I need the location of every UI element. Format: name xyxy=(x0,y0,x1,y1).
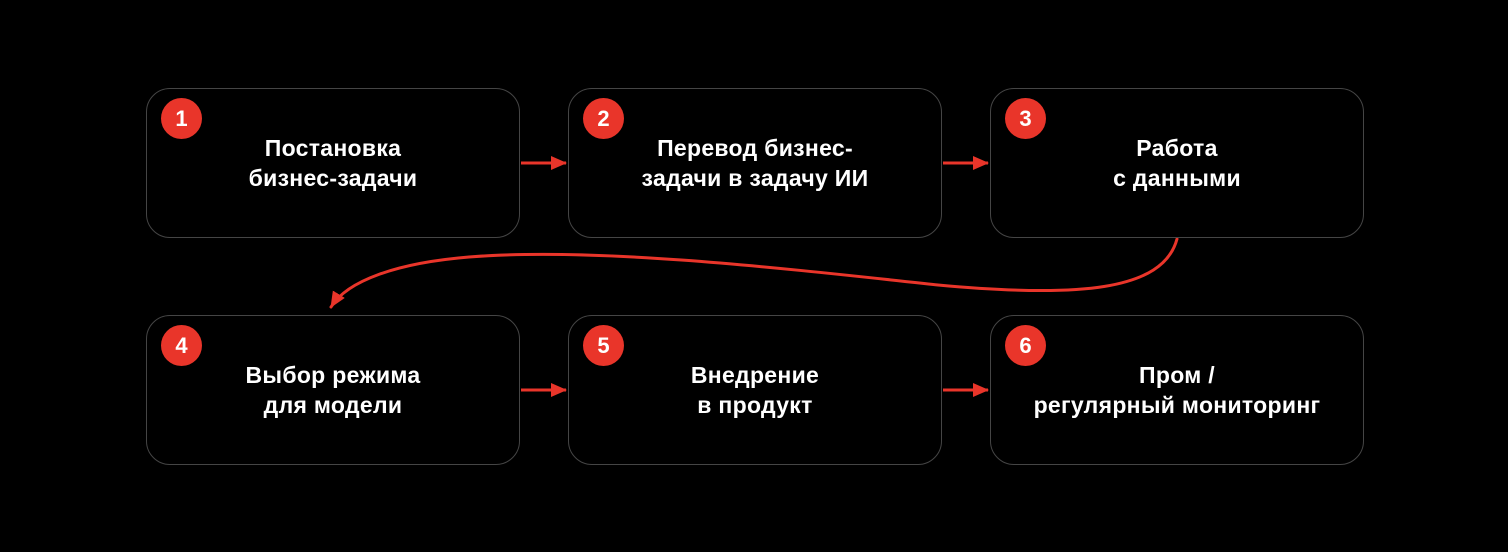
step-card-6: 6 Пром / регулярный мониторинг xyxy=(990,315,1364,465)
step-card-1: 1 Постановка бизнес-задачи xyxy=(146,88,520,238)
step-label-4-line2: для модели xyxy=(263,392,403,418)
step-label-5-line2: в продукт xyxy=(697,392,813,418)
step-card-4: 4 Выбор режима для модели xyxy=(146,315,520,465)
step-number-badge-3: 3 xyxy=(1005,98,1046,139)
step-label-3: Работа с данными xyxy=(1113,133,1241,193)
step-label-1-line1: Постановка xyxy=(264,135,402,161)
step-label-3-line2: с данными xyxy=(1113,165,1241,191)
step-label-1: Постановка бизнес-задачи xyxy=(249,133,418,193)
step-card-5: 5 Внедрение в продукт xyxy=(568,315,942,465)
step-label-2-line1: Перевод бизнес- xyxy=(657,135,853,161)
step-label-2: Перевод бизнес- задачи в задачу ИИ xyxy=(642,133,869,193)
step-label-6: Пром / регулярный мониторинг xyxy=(1034,360,1321,420)
step-label-4: Выбор режима для модели xyxy=(245,360,420,420)
step-number-badge-4: 4 xyxy=(161,325,202,366)
curved-arrow-step3-to-step4 xyxy=(329,237,1179,309)
step-label-6-line2: регулярный мониторинг xyxy=(1033,392,1321,418)
step-label-2-line2: задачи в задачу ИИ xyxy=(641,165,869,191)
step-number-badge-1: 1 xyxy=(161,98,202,139)
step-number-badge-5: 5 xyxy=(583,325,624,366)
step-label-4-line1: Выбор режима xyxy=(245,362,421,388)
step-label-6-line1: Пром / xyxy=(1139,362,1215,388)
step-label-3-line1: Работа xyxy=(1136,135,1218,161)
step-label-5-line1: Внедрение xyxy=(690,362,820,388)
step-card-2: 2 Перевод бизнес- задачи в задачу ИИ xyxy=(568,88,942,238)
step-label-5: Внедрение в продукт xyxy=(691,360,819,420)
step-number-badge-6: 6 xyxy=(1005,325,1046,366)
step-label-1-line2: бизнес-задачи xyxy=(248,165,418,191)
step-card-3: 3 Работа с данными xyxy=(990,88,1364,238)
step-number-badge-2: 2 xyxy=(583,98,624,139)
